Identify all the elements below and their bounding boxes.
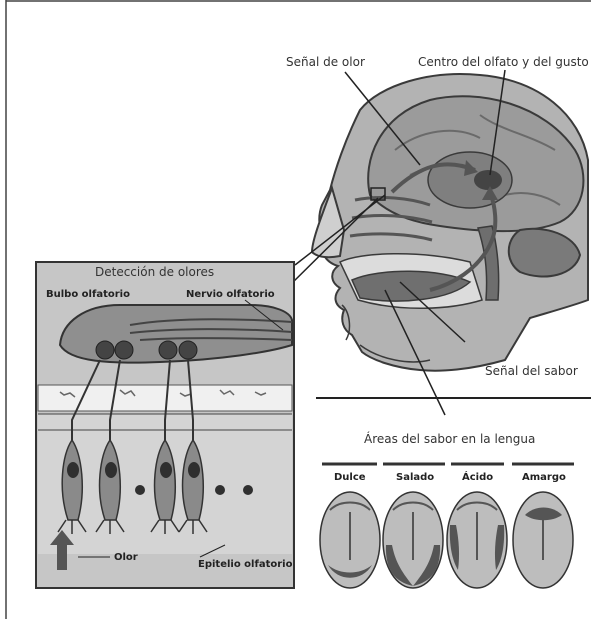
taste-label-sour: Ácido bbox=[462, 473, 493, 483]
detection-inset-title: Detección de olores bbox=[95, 266, 214, 278]
olfactory-epithelium-label: Epitelio olfatorio bbox=[198, 560, 292, 570]
odor-signal-label: Señal de olor bbox=[286, 56, 365, 68]
taste-signal-label: Señal del sabor bbox=[485, 365, 578, 377]
olfactory-nerve-label: Nervio olfatorio bbox=[186, 290, 275, 300]
taste-label-sweet: Dulce bbox=[334, 473, 366, 483]
smell-taste-center-spot bbox=[474, 170, 502, 190]
taste-label-salty: Salado bbox=[396, 473, 434, 483]
odor-label: Olor bbox=[114, 553, 138, 563]
taste-label-bitter: Amargo bbox=[522, 473, 566, 483]
olfactory-bulb-label: Bulbo olfatorio bbox=[46, 290, 130, 300]
tongue-areas-title: Áreas del sabor en la lengua bbox=[364, 433, 535, 445]
detection-inset bbox=[36, 262, 294, 588]
smell-taste-center-label: Centro del olfato y del gusto bbox=[418, 56, 589, 68]
